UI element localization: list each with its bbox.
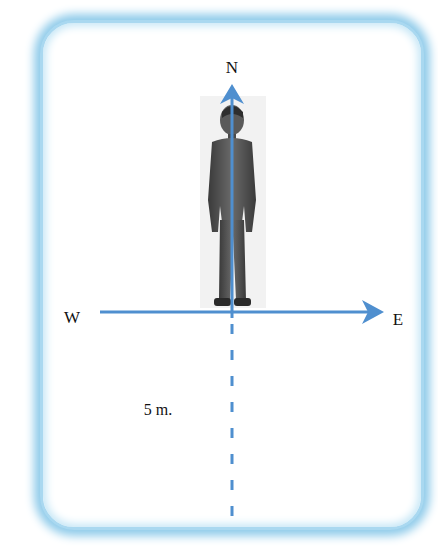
direction-label: E — [393, 311, 403, 330]
dashed-distance-line — [231, 324, 234, 516]
dimension-label: 5 m. — [144, 401, 172, 419]
direction-label: N — [226, 59, 238, 78]
direction-label: W — [64, 309, 80, 328]
north-arrow — [220, 84, 244, 318]
west-east-arrow — [100, 300, 384, 324]
